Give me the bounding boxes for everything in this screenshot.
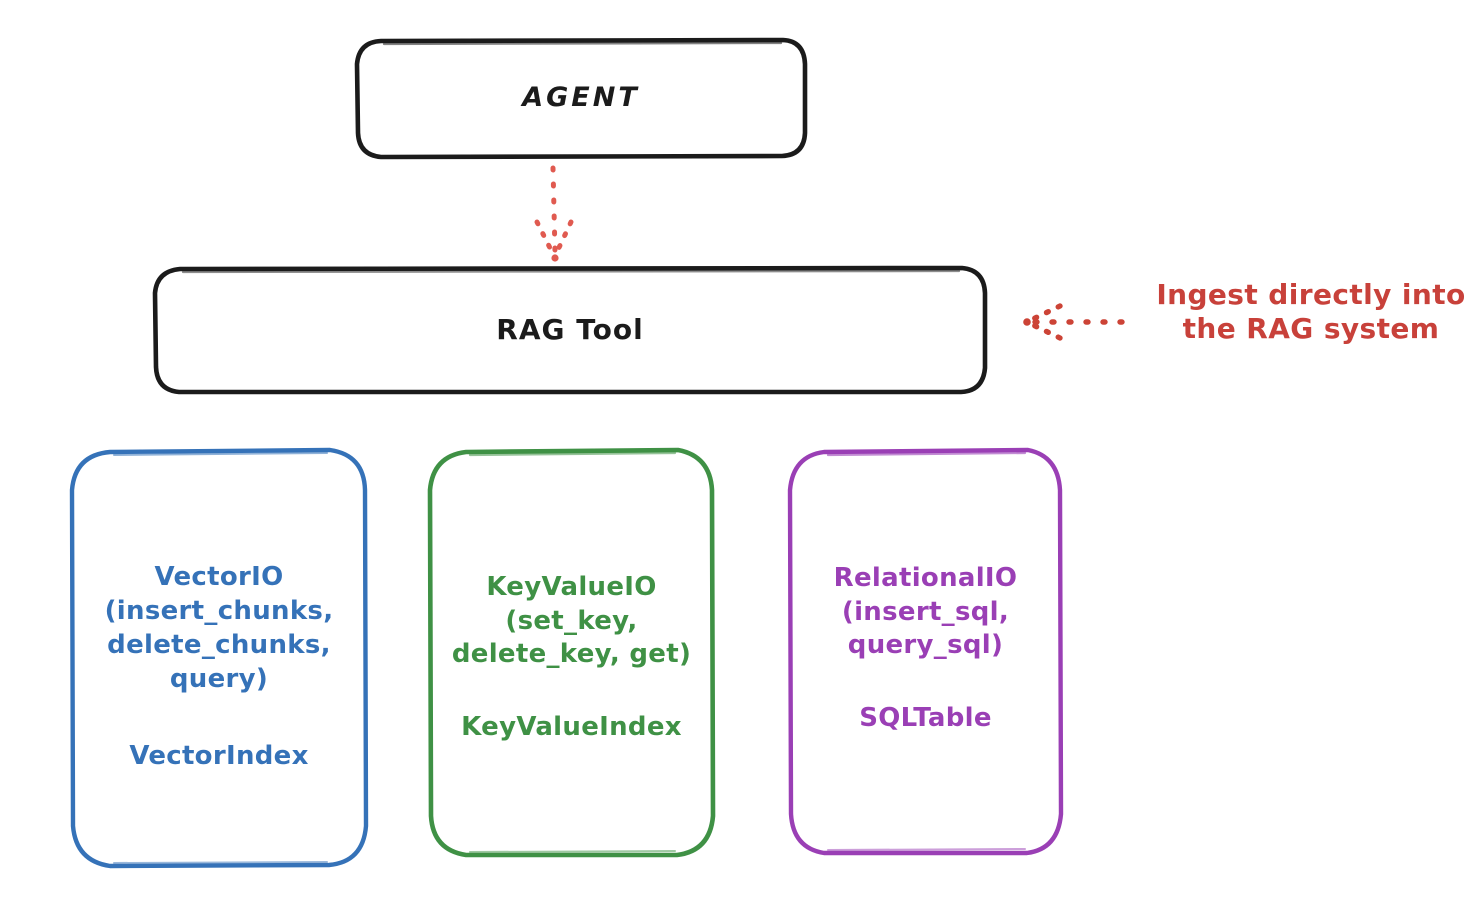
node-relational-io[interactable]: RelationalIO (insert_sql, query_sql) SQL…: [790, 450, 1061, 853]
rag-tool-label: RAG Tool: [496, 313, 644, 347]
agent-to-rag-tool-arrow: [534, 165, 574, 262]
key-value-io-content: KeyValueIO (set_key, delete_key, get) Ke…: [434, 571, 709, 742]
ingest-arrow: [1023, 303, 1125, 341]
key-value-index-label: KeyValueIndex: [461, 712, 682, 743]
ingest-annotation-text: Ingest directly into the RAG system: [1156, 278, 1466, 346]
key-value-io-api-label: KeyValueIO (set_key, delete_key, get): [451, 571, 692, 670]
node-key-value-io[interactable]: KeyValueIO (set_key, delete_key, get) Ke…: [430, 450, 713, 855]
node-rag-tool[interactable]: RAG Tool: [155, 268, 985, 392]
vector-io-api-label: VectorIO (insert_chunks, delete_chunks, …: [104, 562, 334, 694]
node-vector-io[interactable]: VectorIO (insert_chunks, delete_chunks, …: [72, 450, 366, 866]
relational-io-api-label: RelationalIO (insert_sql, query_sql): [833, 562, 1018, 661]
node-agent[interactable]: AGENT: [357, 40, 805, 157]
sql-table-label: SQLTable: [859, 703, 992, 734]
relational-io-content: RelationalIO (insert_sql, query_sql) SQL…: [796, 562, 1055, 733]
vector-io-content: VectorIO (insert_chunks, delete_chunks, …: [80, 561, 358, 770]
agent-label: AGENT: [522, 82, 640, 114]
vector-index-label: VectorIndex: [129, 740, 309, 771]
